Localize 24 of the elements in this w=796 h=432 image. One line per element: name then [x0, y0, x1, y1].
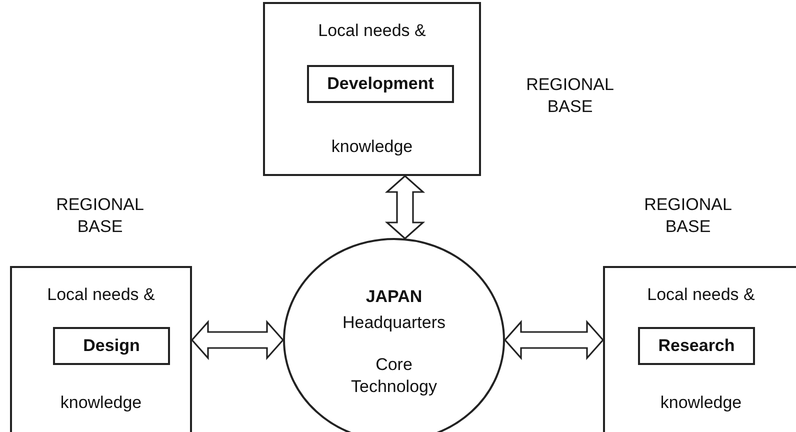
box-text: JAPAN	[364, 286, 424, 308]
box-text: knowledge	[330, 136, 414, 158]
regional-base-box	[10, 266, 192, 432]
region-label: REGIONAL BASE	[55, 194, 145, 238]
box-text: Local needs &	[646, 284, 756, 306]
double-arrow	[504, 320, 604, 360]
function-box	[307, 65, 454, 103]
function-box	[638, 327, 755, 365]
box-text: knowledge	[659, 392, 743, 414]
box-text: Local needs &	[46, 284, 156, 306]
regional-base-box	[263, 2, 481, 176]
box-text: Local needs &	[317, 20, 427, 42]
function-label: Design	[83, 336, 140, 356]
function-label: Research	[658, 336, 735, 356]
box-text: knowledge	[59, 392, 143, 414]
function-label: Development	[327, 74, 434, 94]
region-label: REGIONAL BASE	[643, 194, 733, 238]
box-text: Headquarters	[341, 312, 446, 334]
region-label: REGIONAL BASE	[525, 74, 615, 118]
double-arrow	[384, 174, 426, 240]
box-text: Core Technology	[350, 354, 438, 398]
function-box	[53, 327, 170, 365]
double-arrow	[190, 320, 284, 360]
regional-base-box	[603, 266, 796, 432]
